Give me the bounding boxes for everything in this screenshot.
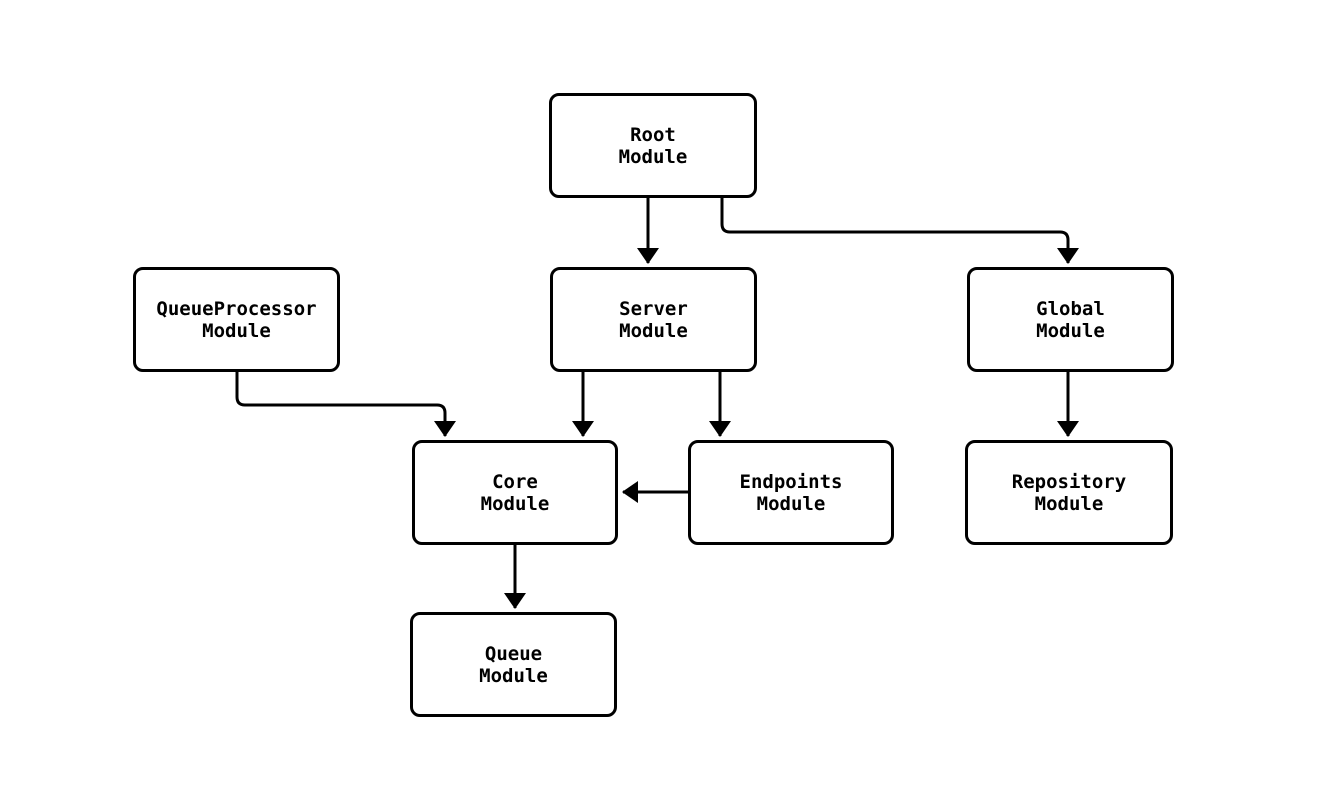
node-global-module-label: Global Module — [1036, 297, 1105, 342]
node-global-module: Global Module — [967, 267, 1174, 372]
edge-root-to-global — [720, 198, 1079, 264]
edge-queueprocessor-to-core — [235, 372, 456, 437]
node-queueprocessor-module: QueueProcessor Module — [133, 267, 340, 372]
node-root-module: Root Module — [549, 93, 757, 198]
node-core-module: Core Module — [412, 440, 618, 545]
node-core-module-label: Core Module — [480, 470, 550, 515]
node-repository-module: Repository Module — [965, 440, 1173, 545]
node-server-module-label: Server Module — [619, 297, 688, 342]
node-queue-module: Queue Module — [410, 612, 617, 717]
node-queue-module-label: Queue Module — [479, 642, 548, 687]
node-repository-module-label: Repository Module — [1011, 470, 1127, 515]
node-server-module: Server Module — [550, 267, 757, 372]
node-endpoints-module-label: Endpoints Module — [739, 470, 843, 515]
node-queueprocessor-module-label: QueueProcessor Module — [156, 297, 317, 342]
node-endpoints-module: Endpoints Module — [688, 440, 894, 545]
node-root-module-label: Root Module — [618, 123, 688, 168]
